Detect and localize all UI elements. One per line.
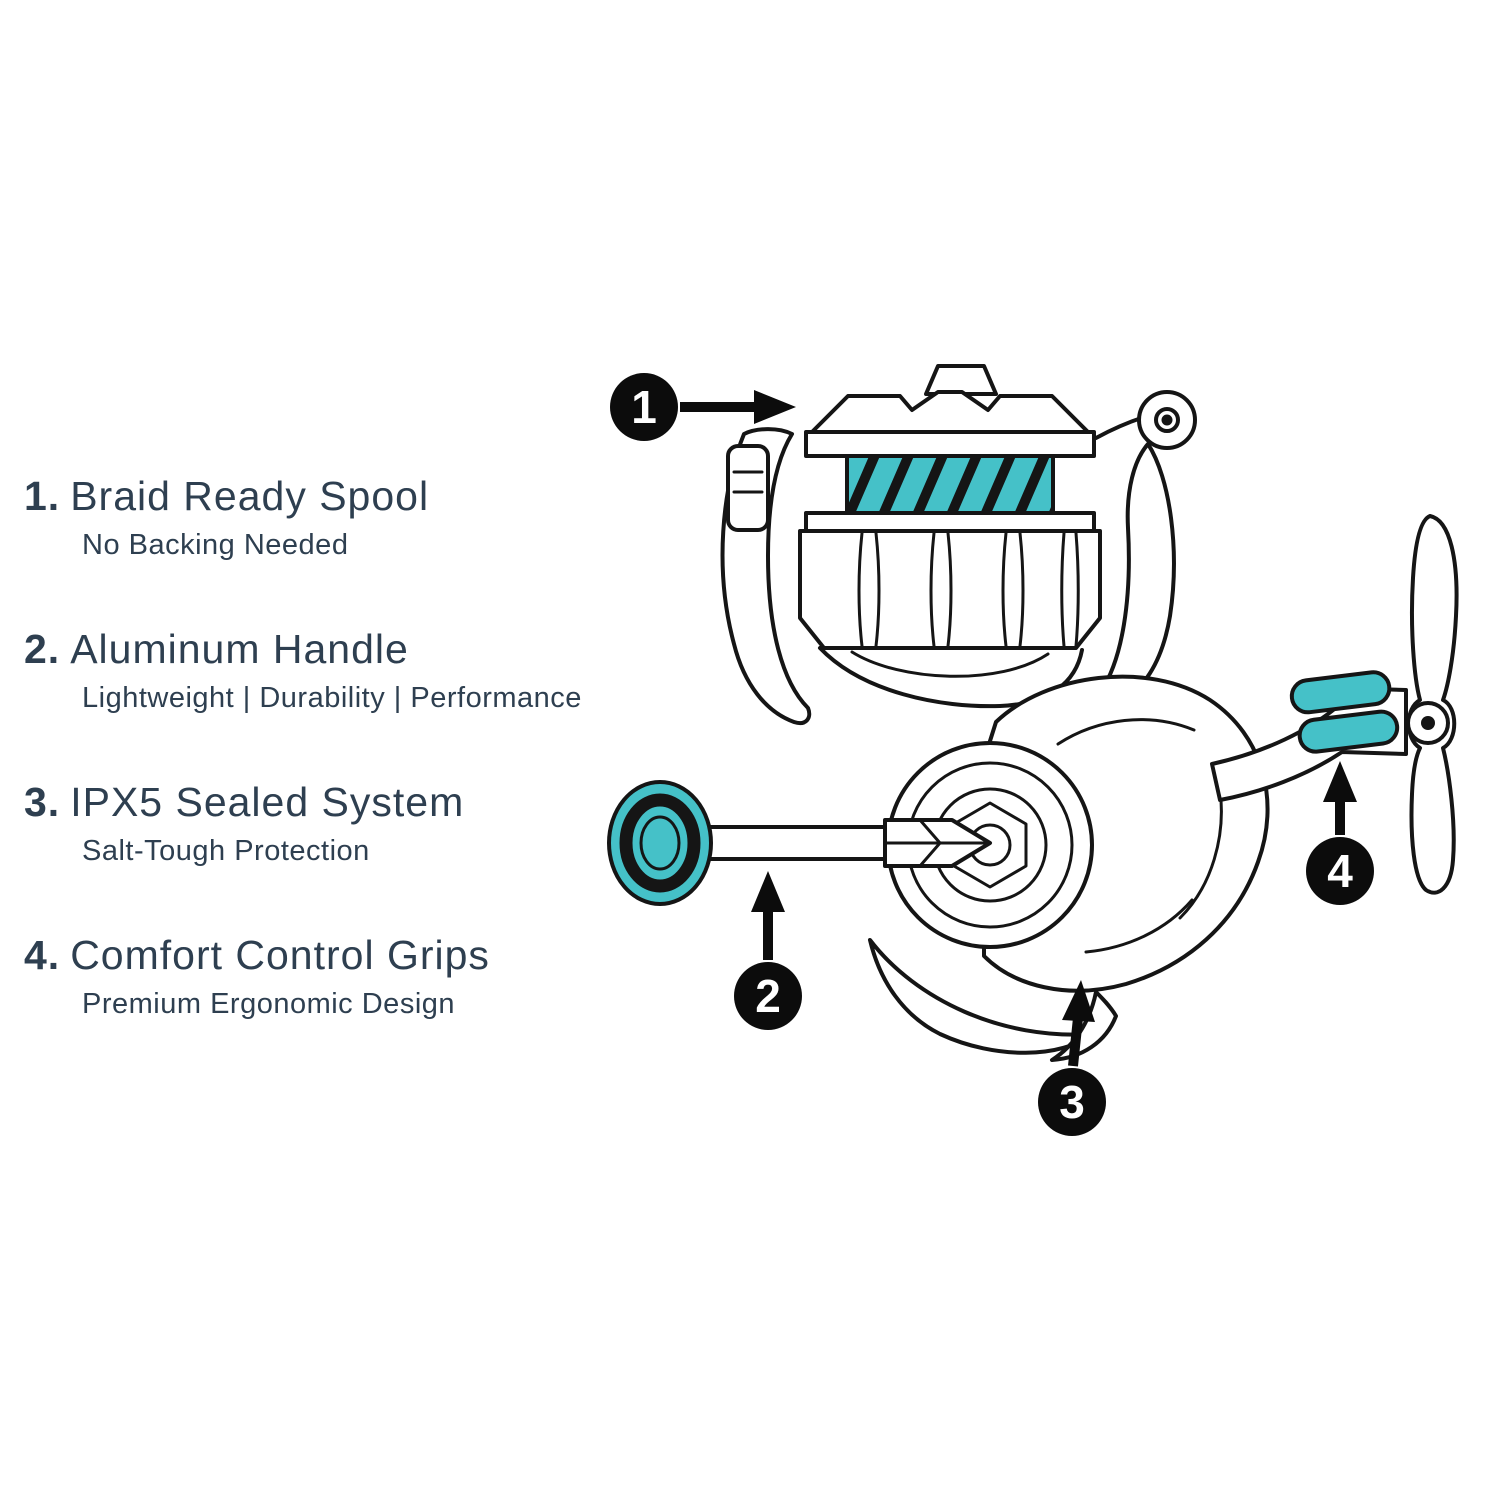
spool-skirt-facets: [857, 531, 1080, 648]
feature-list: 1.Braid Ready Spool No Backing Needed 2.…: [24, 472, 724, 1084]
callout-2: 2: [734, 871, 802, 1030]
handle-knob-ring: [619, 793, 701, 893]
feature-2-title: 2.Aluminum Handle: [24, 625, 724, 673]
feature-2: 2.Aluminum Handle Lightweight | Durabili…: [24, 625, 724, 715]
callout-4-badge: [1306, 837, 1374, 905]
callout-2-badge: [734, 962, 802, 1030]
feature-4-title-text: Comfort Control Grips: [70, 932, 490, 978]
feature-4: 4.Comfort Control Grips Premium Ergonomi…: [24, 931, 724, 1021]
rotor-cup-inner: [850, 650, 1050, 678]
callout-3: 3: [1038, 980, 1106, 1136]
spool-lower-flange: [804, 511, 1096, 533]
callout-3-arrowhead: [1062, 980, 1095, 1022]
feature-3-subtitle: Salt-Tough Protection: [82, 835, 370, 867]
housing-accent-3: [1084, 898, 1194, 954]
callout-4: 4: [1306, 761, 1374, 905]
braid-band-stripes: [849, 458, 1051, 511]
drag-star: [810, 390, 1090, 434]
reel-lineart: [607, 364, 1459, 1062]
rotor-arm-right: [1098, 442, 1176, 708]
feature-1: 1.Braid Ready Spool No Backing Needed: [24, 472, 724, 562]
feature-3-title-text: IPX5 Sealed System: [70, 779, 465, 825]
coupler-facets: [883, 818, 992, 868]
housing-accent-1: [1056, 718, 1196, 746]
callout-2-number: 2: [755, 970, 781, 1022]
feature-1-number: 1.: [24, 473, 61, 519]
housing-accent-2: [1178, 788, 1223, 920]
drag-knob: [924, 364, 998, 396]
feature-1-subtitle: No Backing Needed: [82, 529, 349, 561]
callout-1-number: 1: [631, 381, 657, 433]
handle-knob-core: [639, 815, 681, 871]
line-clip: [726, 444, 770, 532]
feature-4-number: 4.: [24, 932, 61, 978]
callout-1-badge: [610, 373, 678, 441]
feature-2-title-text: Aluminum Handle: [70, 626, 409, 672]
grip-hub-dot: [1421, 716, 1435, 730]
comfort-grip-top: [1289, 670, 1392, 715]
feature-4-title: 4.Comfort Control Grips: [24, 931, 724, 979]
spool-top-flange: [804, 430, 1096, 458]
feature-4-subtitle: Premium Ergonomic Design: [82, 988, 456, 1020]
feature-3: 3.IPX5 Sealed System Salt-Tough Protecti…: [24, 778, 724, 868]
callout-3-number: 3: [1059, 1076, 1085, 1128]
callout-4-number: 4: [1327, 845, 1353, 897]
callout-badges: 1 2 3 4: [610, 373, 1374, 1136]
callout-1: 1: [610, 373, 796, 441]
feature-2-subtitle: Lightweight | Durability | Performance: [82, 682, 582, 714]
feature-1-title: 1.Braid Ready Spool: [24, 472, 724, 520]
body-fin-large: [868, 938, 1094, 1055]
callout-2-arrowhead: [751, 871, 785, 912]
callout-1-arrowhead: [754, 390, 796, 424]
feature-3-number: 3.: [24, 779, 61, 825]
callout-3-badge: [1038, 1068, 1106, 1136]
handle-shaft: [698, 825, 894, 861]
callout-4-arrowhead: [1323, 761, 1357, 802]
feature-2-number: 2.: [24, 626, 61, 672]
comfort-grips: [1289, 670, 1400, 754]
feature-1-title-text: Braid Ready Spool: [70, 473, 430, 519]
feature-3-title: 3.IPX5 Sealed System: [24, 778, 724, 826]
bail-pivot-dot: [1161, 414, 1173, 426]
comfort-grip-bottom: [1297, 709, 1400, 754]
rotor-cup: [818, 646, 1084, 709]
